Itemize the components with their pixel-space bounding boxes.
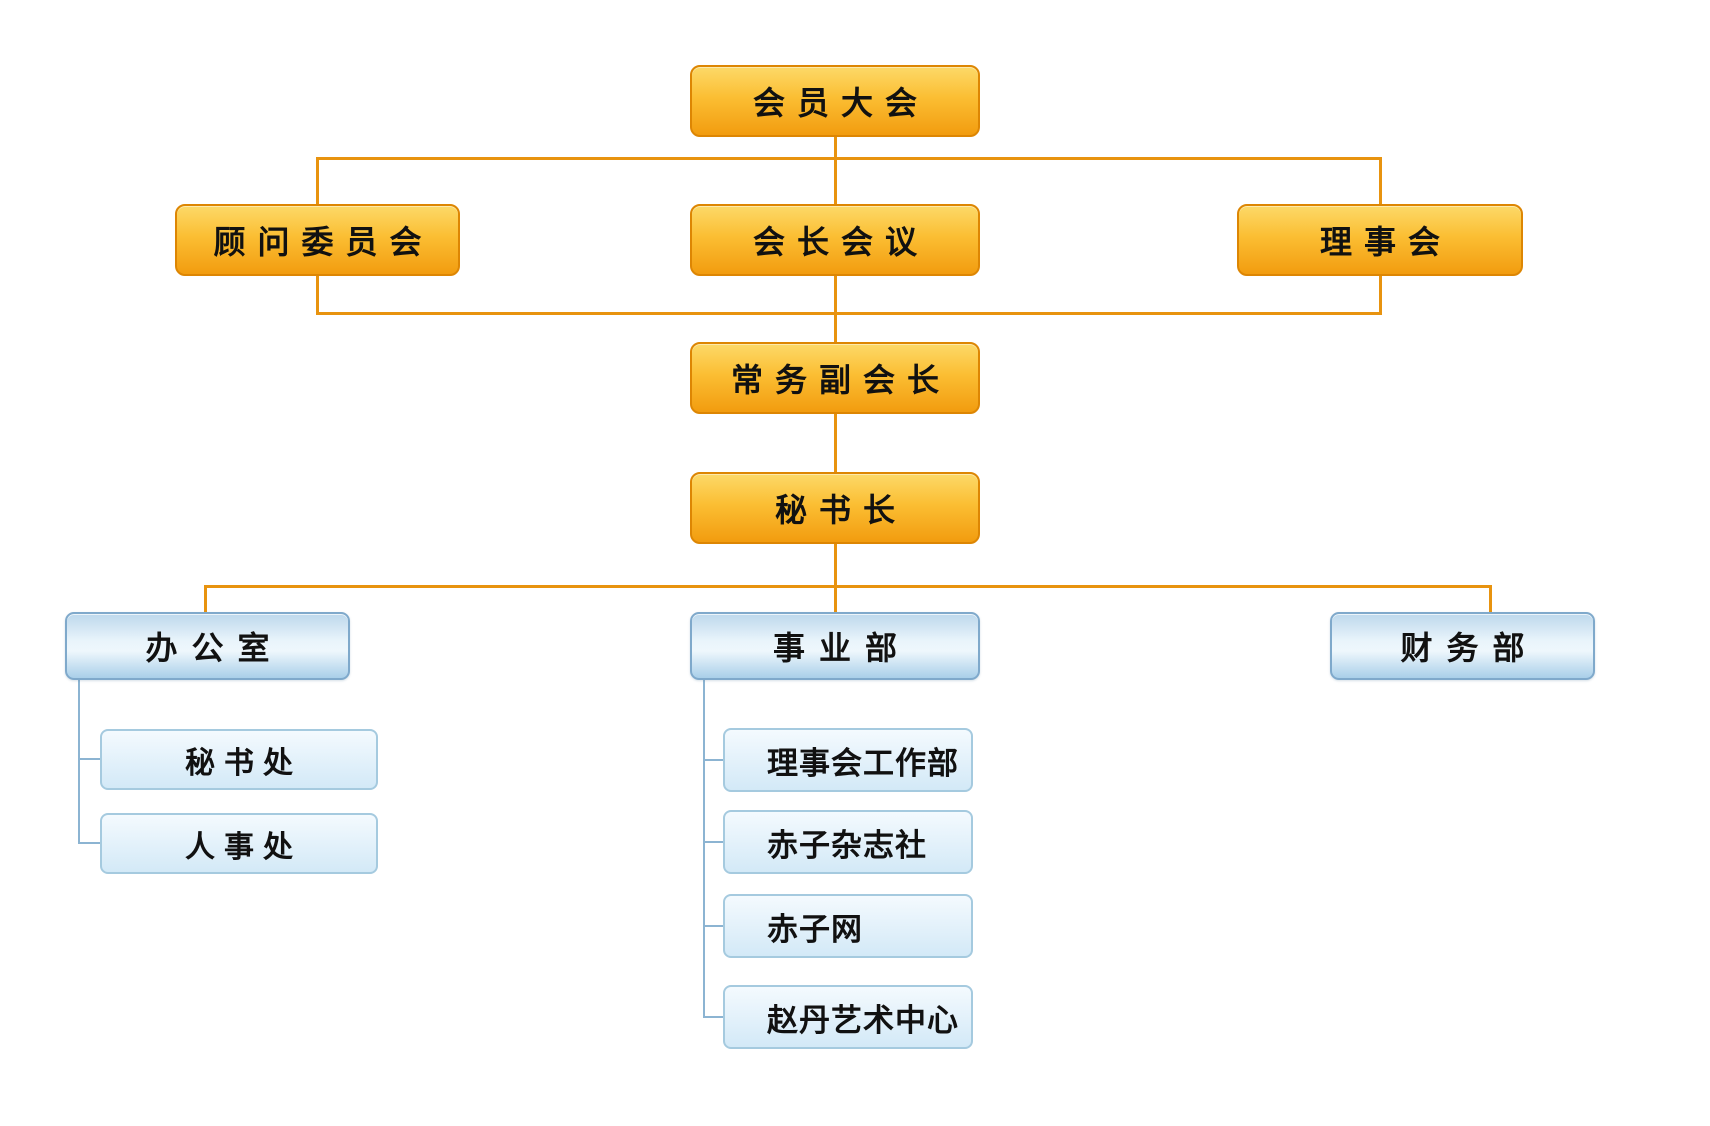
node-member-assembly: 会员大会 [690, 65, 980, 137]
connector-sg-drop [834, 544, 837, 588]
connector-depts-hline [204, 585, 1492, 588]
connector-row3-drop-center [834, 276, 837, 342]
connector-row2-drop-right [1379, 157, 1382, 204]
node-office: 办公室 [65, 612, 350, 680]
node-chizi-magazine: 赤子杂志社 [723, 810, 973, 874]
connector-row2-hline [316, 157, 1382, 160]
connector-personnel-tick [78, 842, 100, 844]
node-advisory-committee: 顾问委员会 [175, 204, 460, 276]
connector-row2-drop-left [316, 157, 319, 204]
connector-business-drop [834, 585, 837, 612]
connector-row2-up-left [316, 276, 319, 315]
connector-row2-drop-center [834, 157, 837, 204]
connector-business-children-vline [703, 680, 705, 1018]
connector-evp-to-sg [834, 414, 837, 472]
node-council-work-department: 理事会工作部 [723, 728, 973, 792]
connector-finance-drop [1489, 585, 1492, 612]
node-business-department: 事业部 [690, 612, 980, 680]
connector-office-children-vline [78, 680, 80, 844]
node-secretariat: 秘书处 [100, 729, 378, 790]
connector-council-work-tick [703, 759, 723, 761]
node-zhaodan-art-center: 赵丹艺术中心 [723, 985, 973, 1049]
connector-row2-up-right [1379, 276, 1382, 315]
node-executive-vice-president: 常务副会长 [690, 342, 980, 414]
connector-magazine-tick [703, 841, 723, 843]
connector-top-drop [834, 137, 837, 160]
node-council: 理事会 [1237, 204, 1523, 276]
connector-office-drop [204, 585, 207, 612]
node-secretary-general: 秘书长 [690, 472, 980, 544]
connector-row3-hline [316, 312, 1382, 315]
connector-secretariat-tick [78, 758, 100, 760]
connector-art-center-tick [703, 1016, 723, 1018]
node-president-meeting: 会长会议 [690, 204, 980, 276]
node-chizi-net: 赤子网 [723, 894, 973, 958]
node-finance-department: 财务部 [1330, 612, 1595, 680]
connector-net-tick [703, 925, 723, 927]
node-personnel-office: 人事处 [100, 813, 378, 874]
